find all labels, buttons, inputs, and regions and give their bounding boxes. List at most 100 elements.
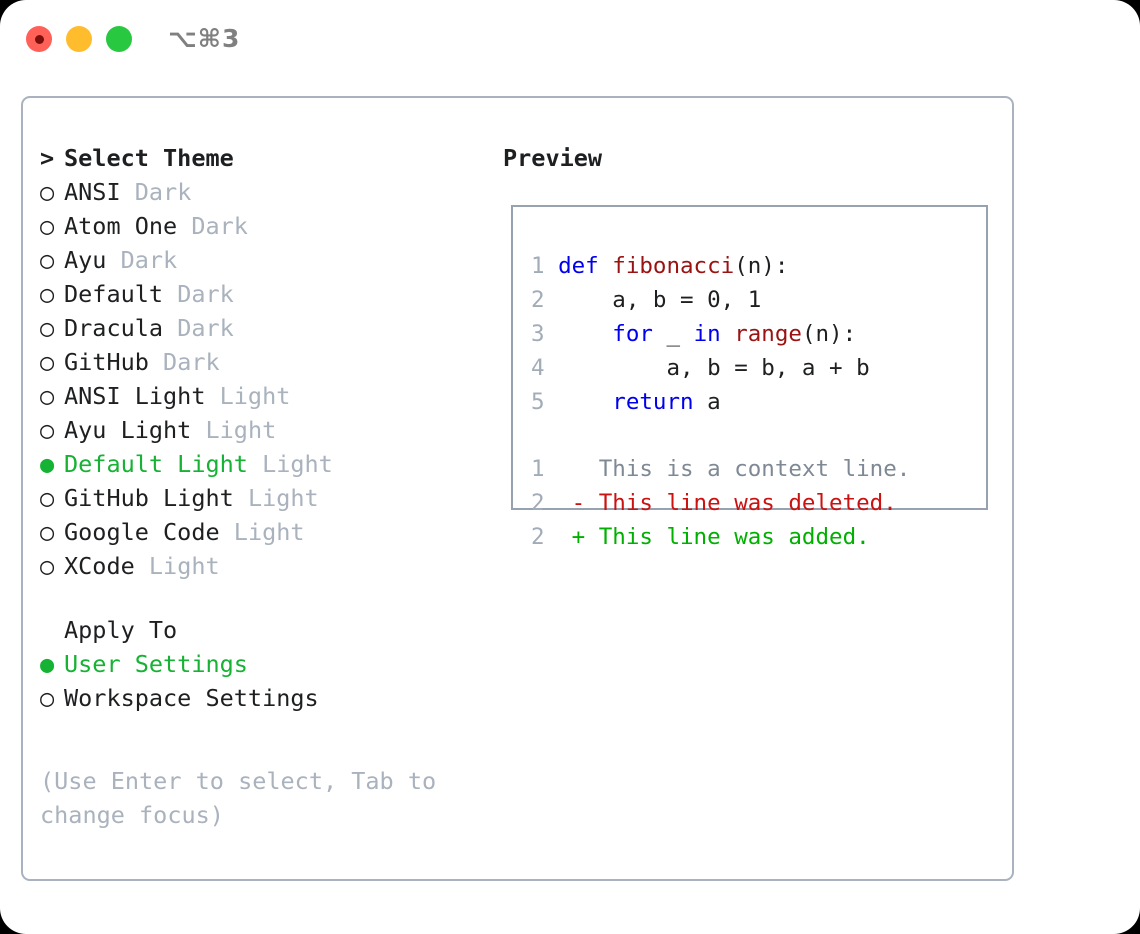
radio-unselected-icon[interactable]: ○: [40, 484, 55, 512]
theme-option[interactable]: ○Dracula Dark: [40, 311, 490, 345]
theme-option-variant: Dark: [177, 280, 234, 308]
page-title: Select Theme: [64, 144, 234, 172]
main-panel: > Select Theme ○ANSI Dark○Atom One Dark○…: [21, 96, 1014, 881]
apply-to-option[interactable]: ● User Settings: [40, 647, 490, 681]
theme-option-variant: Dark: [191, 212, 248, 240]
theme-option-variant: Light: [247, 484, 319, 512]
apply-to-option-label: User Settings: [64, 650, 248, 678]
theme-option[interactable]: ○Google Code Light: [40, 515, 490, 549]
prompt-caret-icon: >: [40, 144, 55, 172]
apply-to-list: ● User Settings ○ Workspace Settings: [40, 647, 490, 715]
diff-line-number: 1: [531, 456, 545, 482]
theme-option[interactable]: ○ GitHub Dark: [40, 345, 490, 379]
radio-unselected-icon[interactable]: ○: [40, 246, 55, 274]
diff-line: 1 This is a context line.: [531, 452, 910, 486]
theme-option-label: Ayu: [64, 246, 107, 274]
theme-option[interactable]: ○ Default Dark: [40, 277, 490, 311]
theme-option[interactable]: ● Default Light Light: [40, 447, 490, 481]
theme-option[interactable]: ○ Ayu Dark: [40, 243, 490, 277]
theme-option-label: Ayu Light: [64, 416, 192, 444]
radio-unselected-icon[interactable]: ○: [40, 518, 55, 546]
theme-option-label: Default: [64, 280, 164, 308]
diff-marker: -: [571, 490, 586, 516]
theme-option[interactable]: ○ ANSI Dark: [40, 175, 490, 209]
keyboard-shortcut-label: ⌥⌘3: [168, 24, 241, 53]
apply-to-label: Apply To: [64, 616, 178, 644]
theme-option-label: Default Light: [64, 450, 248, 478]
minimize-button[interactable]: [66, 26, 92, 52]
theme-option-label: GitHub: [64, 348, 149, 376]
apply-to-option-label: Workspace Settings: [64, 684, 319, 712]
radio-unselected-icon[interactable]: ○: [40, 280, 55, 308]
code-line: 4 a, b = b, a + b: [531, 351, 870, 385]
radio-unselected-icon[interactable]: ○: [40, 314, 55, 342]
diff-marker: [572, 456, 586, 482]
radio-unselected-icon[interactable]: ○: [40, 382, 55, 410]
theme-option-label: GitHub Light: [64, 484, 234, 512]
radio-unselected-icon[interactable]: ○: [40, 684, 55, 712]
theme-option-label: ANSI: [64, 178, 121, 206]
apply-to-option[interactable]: ○ Workspace Settings: [40, 681, 490, 715]
radio-selected-icon[interactable]: ●: [40, 450, 55, 478]
title-bar: ⌥⌘3: [0, 0, 1140, 78]
theme-option[interactable]: ○ ANSI Light Light: [40, 379, 490, 413]
theme-option-variant: Dark: [134, 178, 192, 206]
code-token: a, b = b, a + b: [558, 355, 870, 381]
radio-unselected-icon[interactable]: ○: [40, 552, 55, 580]
code-token: in: [693, 321, 721, 347]
radio-unselected-icon[interactable]: ○: [40, 348, 55, 376]
theme-option-variant: Light: [148, 552, 220, 580]
code-token: [558, 321, 612, 347]
preview-heading: Preview: [503, 144, 603, 172]
diff-line-text: This line was added.: [598, 524, 870, 550]
section-spacer: [40, 583, 490, 613]
theme-option[interactable]: ○Atom One Dark: [40, 209, 490, 243]
diff-sample: 1 This is a context line.2 - This line w…: [531, 452, 910, 554]
keyboard-hint-text: (Use Enter to select, Tab to change focu…: [40, 767, 437, 829]
diff-line-text: This line was deleted.: [598, 490, 897, 516]
code-line: 3 for _ in range(n):: [531, 317, 870, 351]
code-token: def: [558, 253, 599, 279]
line-number: 5: [531, 389, 545, 415]
code-token: _: [652, 321, 694, 347]
code-token: return: [612, 389, 694, 415]
select-theme-header: > Select Theme: [40, 141, 490, 175]
radio-unselected-icon[interactable]: ○: [40, 416, 55, 444]
theme-option[interactable]: ○ GitHub Light Light: [40, 481, 490, 515]
diff-line-number: 2: [531, 524, 545, 550]
theme-picker-column: > Select Theme ○ANSI Dark○Atom One Dark○…: [40, 141, 490, 715]
code-line: 2 a, b = 0, 1: [531, 283, 870, 317]
line-number: 3: [531, 321, 545, 347]
code-token: a: [693, 389, 721, 415]
maximize-button[interactable]: [106, 26, 132, 52]
diff-line-number: 2: [531, 490, 545, 516]
code-token: fibonacci: [612, 253, 735, 279]
diff-line: 2 + This line was added.: [531, 520, 910, 554]
code-token: for: [612, 321, 653, 347]
radio-unselected-icon[interactable]: ○: [40, 178, 55, 206]
code-token: [721, 321, 735, 347]
radio-selected-icon[interactable]: ●: [40, 650, 55, 678]
code-token: range: [734, 321, 802, 347]
radio-unselected-icon[interactable]: ○: [40, 212, 55, 240]
theme-option-variant: Dark: [163, 348, 220, 376]
theme-option[interactable]: ○ Ayu Light Light: [40, 413, 490, 447]
theme-option-variant: Dark: [177, 314, 234, 342]
diff-line: 2 - This line was deleted.: [531, 486, 910, 520]
theme-option-label: XCode: [64, 552, 135, 580]
code-token: a, b = 0, 1: [558, 287, 762, 313]
theme-option[interactable]: ○ XCode Light: [40, 549, 490, 583]
close-button[interactable]: [26, 26, 52, 52]
code-token: (n):: [801, 321, 857, 347]
line-number: 4: [531, 355, 545, 381]
theme-option-variant: Dark: [120, 246, 178, 274]
theme-option-variant: Light: [219, 382, 291, 410]
theme-option-label: Google Code: [64, 518, 220, 546]
theme-option-variant: Light: [205, 416, 277, 444]
theme-option-variant: Light: [262, 450, 333, 478]
diff-line-text: This is a context line.: [598, 456, 911, 482]
theme-option-label: ANSI Light: [64, 382, 206, 410]
